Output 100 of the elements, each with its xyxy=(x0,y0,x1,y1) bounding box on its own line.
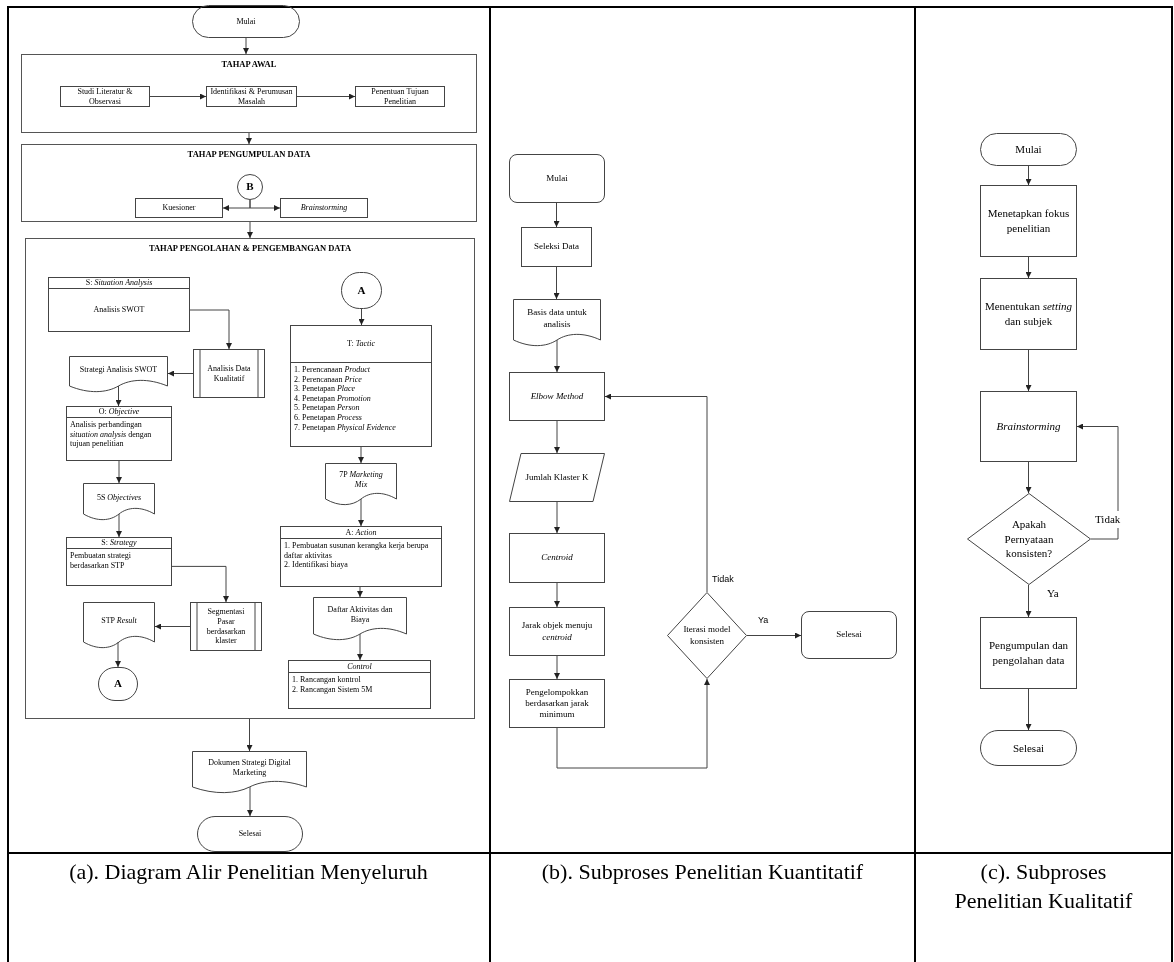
arrow xyxy=(357,586,363,598)
box-text: Menetapkan fokus penelitian xyxy=(986,206,1071,236)
process-box xyxy=(980,185,1077,257)
box-text: Iterasi model konsisten xyxy=(682,624,732,647)
arrow xyxy=(1025,256,1032,279)
process-box xyxy=(135,198,223,218)
connector-letter: A xyxy=(357,283,366,298)
box-text: 2. Rancangan Sistem 5M xyxy=(292,684,373,695)
box-text: 1. Rancangan kontrol xyxy=(292,675,361,685)
box-text: 5. Penetapan Person xyxy=(294,403,360,413)
arrow xyxy=(116,460,122,484)
arrow xyxy=(1025,688,1032,731)
stage-panel xyxy=(21,144,477,222)
predefined-process-box xyxy=(193,349,265,398)
figure-caption: (c). Subproses Penelitian Kualitatif xyxy=(953,858,1134,915)
titled-box xyxy=(288,660,431,709)
box-text: Segmentasi Pasar berdasarkan klaster xyxy=(205,607,247,646)
document-shape xyxy=(513,299,601,347)
process-box xyxy=(280,198,368,218)
arrow xyxy=(1025,584,1032,618)
box-text: Selesai xyxy=(836,629,862,641)
box-text: 1. Perencanaan Product xyxy=(294,365,370,375)
arrow xyxy=(243,37,249,55)
arrow xyxy=(247,786,253,817)
box-text: Mulai xyxy=(236,16,256,27)
arrow xyxy=(556,678,710,769)
arrow xyxy=(189,309,232,350)
document-shape xyxy=(69,356,168,393)
edge-label: Tidak xyxy=(1094,511,1122,528)
arrow xyxy=(358,498,364,527)
box-text: Daftar Aktivitas dan Biaya xyxy=(326,604,394,625)
box-heading: O: Objective xyxy=(98,407,140,417)
box-text: 7P Marketing Mix xyxy=(338,470,384,490)
box-text: Seleksi Data xyxy=(533,241,580,253)
arrow xyxy=(1025,461,1032,494)
titled-box xyxy=(66,406,172,461)
box-text: 1. Pembuatan susunan kerangka kerja berupa daftar aktivitas xyxy=(284,541,430,561)
process-box xyxy=(980,617,1077,689)
box-text: Penentuan Tujuan Penelitian xyxy=(370,86,430,107)
process-box xyxy=(509,372,605,421)
box-text: STP Result xyxy=(101,616,137,626)
arrow xyxy=(171,565,229,603)
arrow xyxy=(1025,349,1032,392)
stage-panel xyxy=(21,54,477,133)
stage-panel xyxy=(25,238,475,719)
box-text: 5S Objectives xyxy=(96,492,142,503)
box-heading: Control xyxy=(347,661,372,672)
arrow xyxy=(167,370,194,377)
arrow xyxy=(1076,423,1119,540)
box-text: Analisis perbandingan situation analysis dengan tujuan penelitian xyxy=(70,420,153,449)
predefined-process-box xyxy=(190,602,262,651)
arrow xyxy=(149,93,207,100)
box-text: Menentukan setting dan subjek xyxy=(984,299,1073,329)
document-shape xyxy=(83,483,155,521)
arrow xyxy=(553,202,560,228)
box-text: Studi Literatur & Observasi xyxy=(76,86,134,107)
connector-letter: A xyxy=(114,677,122,691)
titled-box xyxy=(48,277,190,332)
titled-box xyxy=(280,526,442,587)
figure-caption: (b). Subproses Penelitian Kuantitatif xyxy=(541,858,864,886)
arrow xyxy=(296,93,356,100)
box-heading: T: Tactic xyxy=(347,339,375,349)
arrow xyxy=(249,199,281,211)
box-text: Brainstorming xyxy=(300,203,348,213)
document-shape xyxy=(192,751,307,794)
arrow xyxy=(116,513,122,538)
box-text: Dokumen Strategi Digital Marketing xyxy=(207,758,292,778)
box-text: 3. Penetapan Place xyxy=(294,384,356,394)
arrow xyxy=(746,632,802,639)
arrow xyxy=(554,501,560,534)
process-box xyxy=(509,607,605,656)
stage-title: TAHAP PENGUMPULAN DATA xyxy=(187,148,311,161)
stage-title: TAHAP PENGOLAHAN & PENGEMBANGAN DATA xyxy=(148,242,352,255)
arrow xyxy=(1025,165,1032,186)
arrow xyxy=(554,655,560,680)
process-box xyxy=(509,679,605,728)
arrow xyxy=(246,718,253,752)
box-text: Basis data untuk analisis xyxy=(526,307,588,330)
decision-diamond xyxy=(967,493,1091,585)
arrow xyxy=(604,393,708,593)
rounded-box xyxy=(509,154,605,203)
box-text: Pengelompokkan berdasarkan jarak minimum xyxy=(524,686,590,721)
box-text: Mulai xyxy=(1015,142,1042,157)
process-box xyxy=(509,533,605,583)
box-text: Elbow Method xyxy=(530,390,584,403)
document-shape xyxy=(83,602,155,649)
arrow xyxy=(553,266,560,300)
decision-diamond xyxy=(667,592,747,679)
arrow xyxy=(115,385,122,407)
box-text: 4. Penetapan Promotion xyxy=(294,393,371,404)
arrow xyxy=(554,582,560,608)
process-box xyxy=(980,278,1077,350)
titled-box xyxy=(290,325,432,447)
box-text: Jarak objek menuju centroid xyxy=(520,620,594,643)
box-text: Identifikasi & Perumusan Masalah xyxy=(210,86,293,107)
box-heading: S: Strategy xyxy=(101,538,137,548)
arrow xyxy=(247,221,253,239)
arrow xyxy=(554,420,560,454)
document-shape xyxy=(313,597,407,641)
box-text: 2. Identifikasi biaya xyxy=(284,560,348,570)
